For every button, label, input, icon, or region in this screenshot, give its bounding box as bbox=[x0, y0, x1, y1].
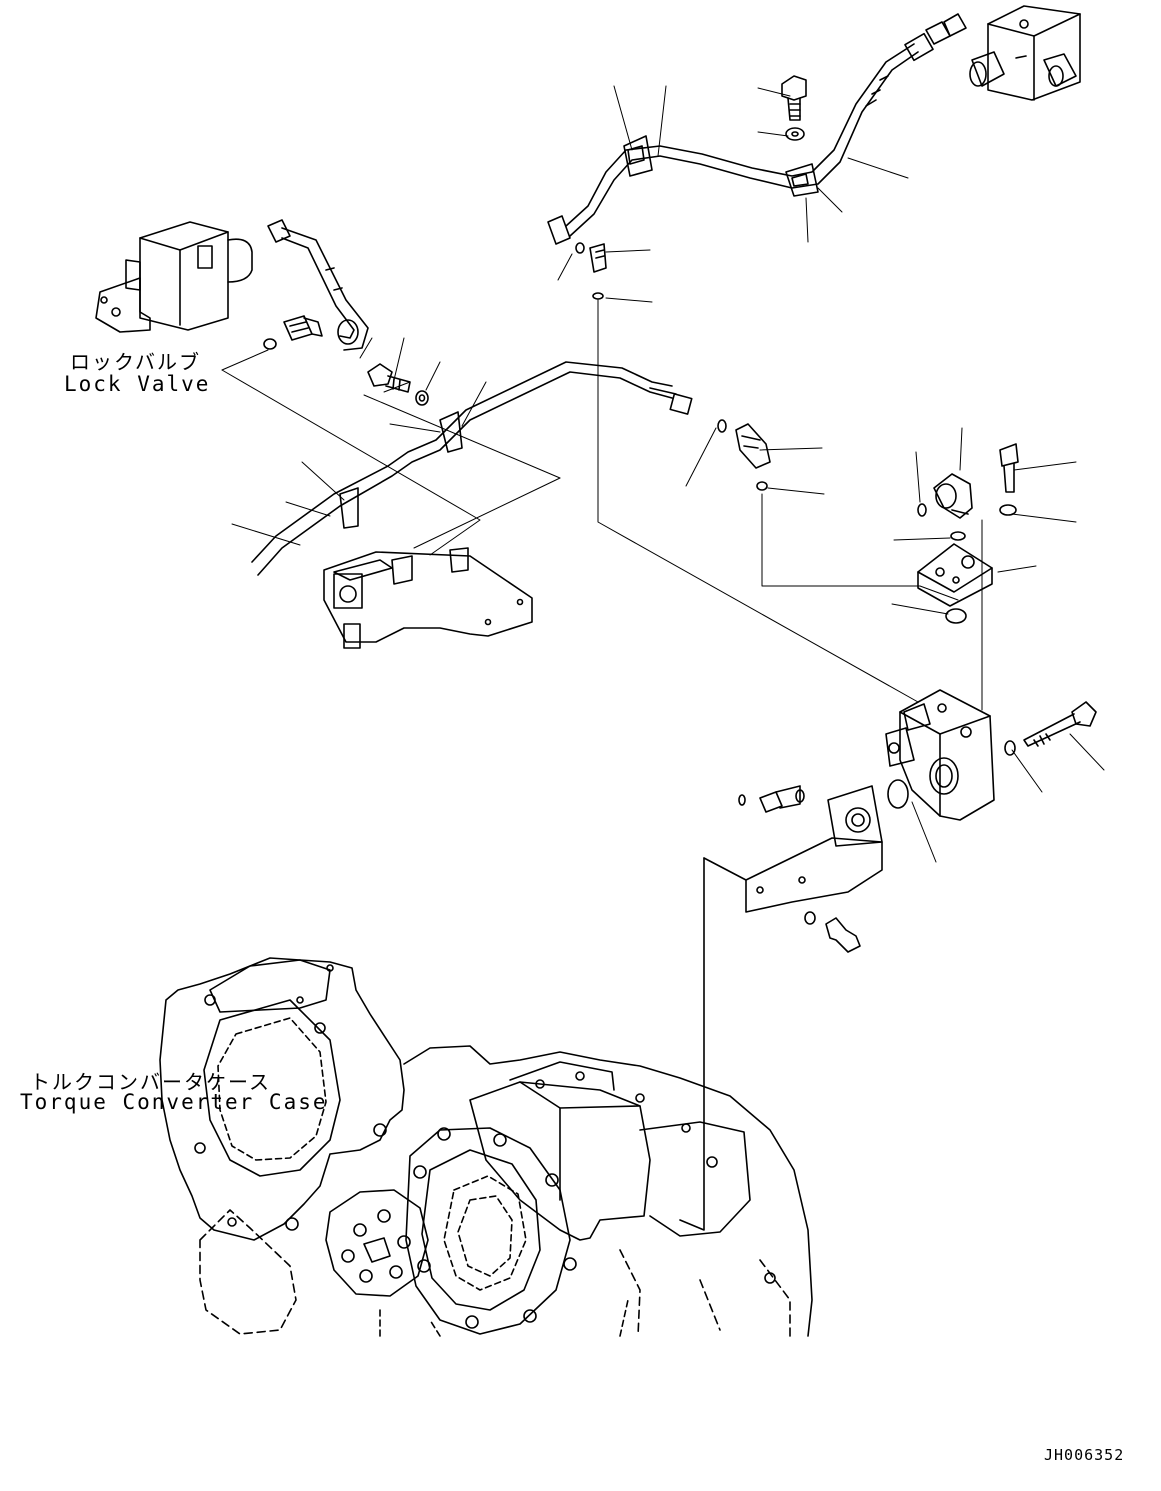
upper-hose-assembly bbox=[547, 13, 967, 300]
lock-valve-label-en: Lock Valve bbox=[64, 372, 211, 396]
upper-right-valve-block bbox=[969, 5, 1081, 101]
mounting-bracket bbox=[679, 785, 883, 1231]
lock-valve-body bbox=[95, 221, 253, 333]
bolt-and-washer-top bbox=[781, 75, 807, 141]
leader-lines bbox=[221, 85, 1105, 863]
lock-valve-elbow-hose bbox=[267, 219, 369, 351]
right-fittings bbox=[917, 443, 1019, 624]
torque-converter-case-label-jp: トルクコンバータケース bbox=[30, 1070, 271, 1094]
lock-valve-fitting bbox=[263, 315, 323, 350]
drawing-code: JH006352 bbox=[1044, 1446, 1125, 1464]
right-manifold-block bbox=[885, 689, 995, 821]
tube-clamp-bracket bbox=[323, 547, 533, 649]
torque-converter-case bbox=[159, 957, 813, 1337]
lower-tube-assembly bbox=[251, 361, 693, 576]
bolt-and-washer-1 bbox=[367, 363, 429, 406]
torque-converter-case-label-en: Torque Converter Case bbox=[20, 1090, 328, 1114]
long-bolt-right bbox=[1004, 701, 1097, 756]
lock-valve-label-jp: ロックバルブ bbox=[70, 350, 201, 374]
elbow-fitting-middle bbox=[717, 419, 771, 491]
